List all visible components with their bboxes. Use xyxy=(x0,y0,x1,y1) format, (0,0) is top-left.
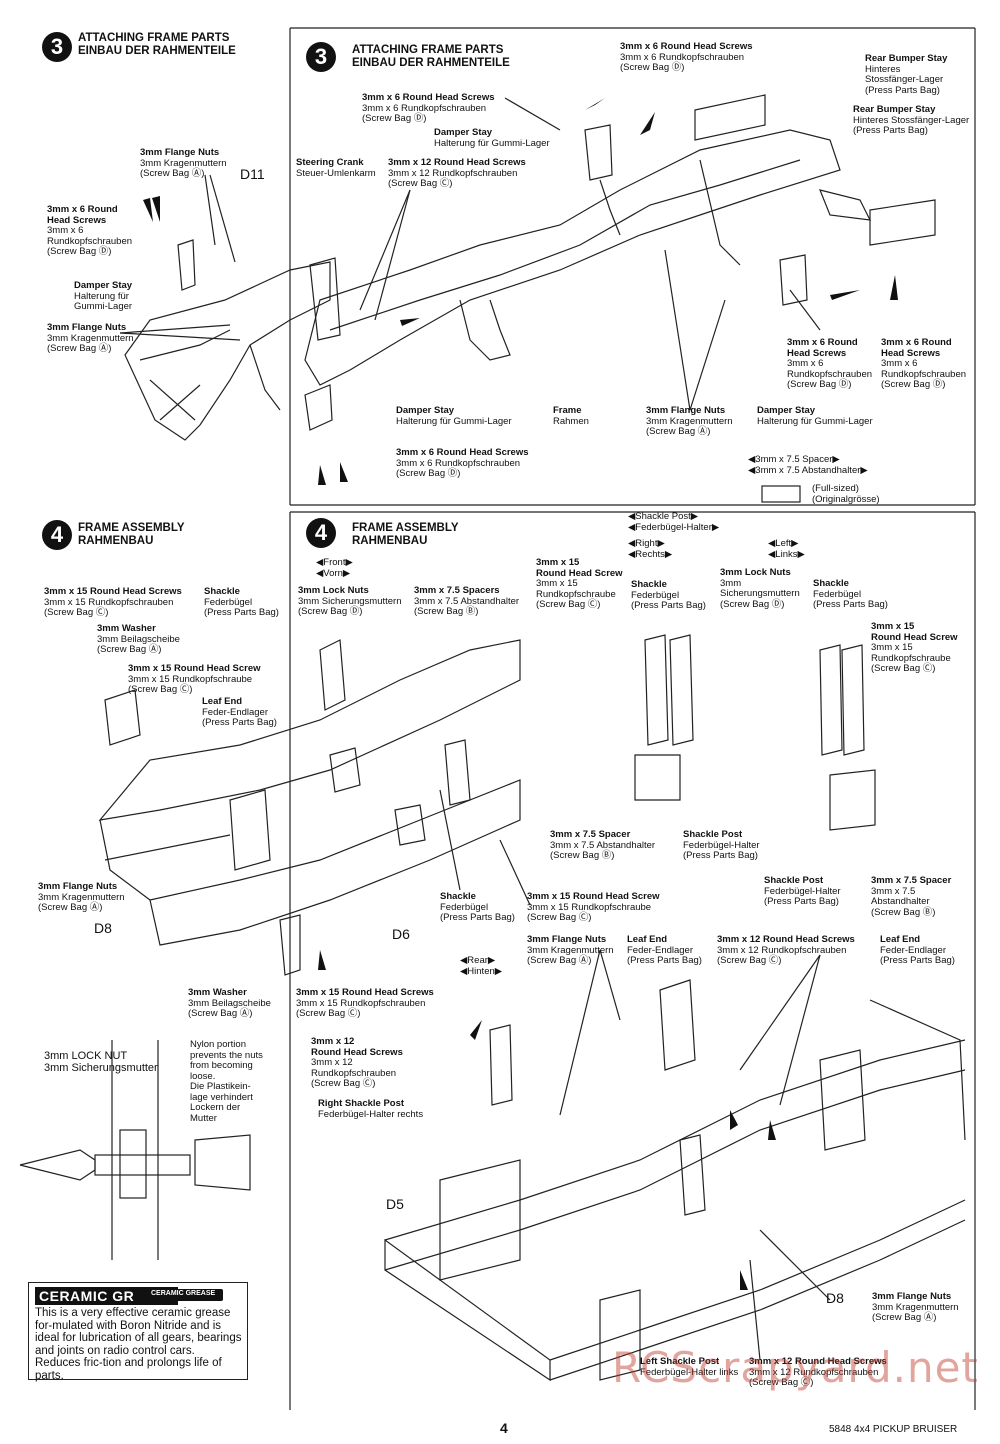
s4-shackle-right-label: Shackle Federbügel (Press Parts Bag) xyxy=(631,579,706,611)
s4-shackle-left-label: Shackle Federbügel (Press Parts Bag) xyxy=(204,586,279,618)
locknut-nylon-note: Nylon portion prevents the nuts from bec… xyxy=(190,1039,263,1124)
s4-shackle-mid-label: Shackle Federbügel (Press Parts Bag) xyxy=(440,891,515,923)
step-3-main-number: 3 xyxy=(306,42,336,72)
step-3-main-title-de: EINBAU DER RAHMENTEILE xyxy=(352,57,510,69)
s3-screw6-top-label: 3mm x 6 Round Head Screws 3mm x 6 Rundko… xyxy=(362,92,495,124)
footer-title: 5848 4x4 PICKUP BRUISER xyxy=(829,1424,958,1435)
s4-screw15-rr-label: 3mm x 15 Round Head Screw 3mm x 15 Rundk… xyxy=(871,621,958,674)
step-3-left-title-en: ATTACHING FRAME PARTS xyxy=(78,32,230,44)
s3-screw12-label: 3mm x 12 Round Head Screws 3mm x 12 Rund… xyxy=(388,157,526,189)
s3-damper-bottomright-label: Damper Stay Halterung für Gummi-Lager xyxy=(757,405,873,427)
s3-flange-top-label: 3mm Flange Nuts 3mm Kragenmuttern (Screw… xyxy=(140,147,227,179)
s4-spacers-label: 3mm x 7.5 Spacers 3mm x 7.5 Abstandhalte… xyxy=(414,585,520,617)
watermark: RCScrapyard.net xyxy=(612,1343,979,1392)
s3-d11-tag: D11 xyxy=(240,166,265,182)
s4-washer2-label: 3mm Washer 3mm Beilagscheibe (Screw Bag … xyxy=(188,987,271,1019)
s4-screw15-bottom-label: 3mm x 15 Round Head Screws 3mm x 15 Rund… xyxy=(296,987,434,1019)
ceramic-grease-text: This is a very effective ceramic grease … xyxy=(35,1307,242,1382)
s4-right-label: ◀Right▶ ◀Rechts▶ xyxy=(628,538,673,560)
s4-washer-label: 3mm Washer 3mm Beilagscheibe (Screw Bag … xyxy=(97,623,180,655)
s4-locknut-right-label: 3mm Lock Nuts 3mm Sicherungsmuttern (Scr… xyxy=(720,567,800,610)
s3-steering-crank-label: Steering Crank Steuer-Umlenkarm xyxy=(296,157,376,179)
s4-lock-nuts-label: 3mm Lock Nuts 3mm Sicherungsmuttern (Scr… xyxy=(298,585,402,617)
s4-d5-tag: D5 xyxy=(386,1196,404,1212)
s4-flange-br-label: 3mm Flange Nuts 3mm Kragenmuttern (Screw… xyxy=(872,1291,959,1323)
s4-flange-rear-label: 3mm Flange Nuts 3mm Kragenmuttern (Screw… xyxy=(527,934,614,966)
step-3-left-title: ATTACHING FRAME PARTS EINBAU DER RAHMENT… xyxy=(78,32,236,58)
step-4-main-title-en: FRAME ASSEMBLY xyxy=(352,522,459,534)
ceramic-grease-box: CERAMIC GREASE CERAMIC GREASE This is a … xyxy=(28,1282,248,1382)
s4-spacer-right-label: 3mm x 7.5 Spacer 3mm x 7.5 Abstandhalter… xyxy=(550,829,656,861)
step-3-left-title-de: EINBAU DER RAHMENTEILE xyxy=(78,45,236,57)
s3-damper-top-label: Damper Stay Halterung für Gummi-Lager xyxy=(434,127,550,149)
s3-screw6-r1-label: 3mm x 6 Round Head Screws 3mm x 6 Rundko… xyxy=(787,337,873,390)
s3-rear-bumper2-label: Rear Bumper Stay Hinteres Stossfänger-La… xyxy=(853,104,970,136)
s4-d8-tag-b: D8 xyxy=(826,1290,844,1306)
s3-flange-mid-label: 3mm Flange Nuts 3mm Kragenmuttern (Screw… xyxy=(47,322,134,354)
s4-d6-tag: D6 xyxy=(392,926,410,942)
s3-damper-left-label: Damper Stay Halterung für Gummi-Lager xyxy=(74,280,133,312)
step-4-main-title-de: RAHMENBAU xyxy=(352,535,428,547)
grease-tube-icon: CERAMIC GREASE xyxy=(133,1289,223,1301)
s4-leafend-left-label: Leaf End Feder-Endlager (Press Parts Bag… xyxy=(202,696,277,728)
s4-left-shackle-post-label: Left Shackle Post Federbügel-Halter link… xyxy=(640,1356,739,1378)
s3-rear-bumper1-label: Rear Bumper Stay Hinteres Stossfänger-La… xyxy=(865,53,948,96)
step-4-left-title: FRAME ASSEMBLY RAHMENBAU xyxy=(78,522,185,548)
s3-screw6-r2-label: 3mm x 6 Round Head Screws 3mm x 6 Rundko… xyxy=(881,337,967,390)
s4-leafend-rear2-label: Leaf End Feder-Endlager (Press Parts Bag… xyxy=(880,934,955,966)
s3-spacer-note: ◀3mm x 7.5 Spacer▶ ◀3mm x 7.5 Abstandhal… xyxy=(748,454,868,476)
s3-damper-bottom-label: Damper Stay Halterung für Gummi-Lager xyxy=(396,405,512,427)
step-3-main-title-en: ATTACHING FRAME PARTS xyxy=(352,44,504,56)
s4-shackle-post-right-label: Shackle Post Federbügel-Halter (Press Pa… xyxy=(683,829,760,861)
s3-spacer-fullsize: (Full-sized) (Originalgrösse) xyxy=(812,483,880,505)
s4-leafend-rear-label: Leaf End Feder-Endlager (Press Parts Bag… xyxy=(627,934,702,966)
s4-shackle-post-header: ◀Shackle Post▶ ◀Federbügel-Halter▶ xyxy=(628,511,720,533)
s4-rear-label: ◀Rear▶ ◀Hinten▶ xyxy=(460,955,503,977)
s4-screw15-left2-label: 3mm x 15 Round Head Screw 3mm x 15 Rundk… xyxy=(128,663,261,695)
s4-screw15-left-label: 3mm x 15 Round Head Screws 3mm x 15 Rund… xyxy=(44,586,182,618)
s4-front-label: ◀Front▶ ◀Vorn▶ xyxy=(316,557,353,579)
step-3-left-number: 3 xyxy=(42,32,72,62)
step-4-left-title-en: FRAME ASSEMBLY xyxy=(78,522,185,534)
s4-right-shackle-post-label: Right Shackle Post Federbügel-Halter rec… xyxy=(318,1098,424,1120)
s4-flange-left-label: 3mm Flange Nuts 3mm Kragenmuttern (Screw… xyxy=(38,881,125,913)
step-4-main-title: FRAME ASSEMBLY RAHMENBAU xyxy=(352,522,459,548)
s4-screw12-left-label: 3mm x 12 Round Head Screws 3mm x 12 Rund… xyxy=(311,1036,403,1089)
s4-shackle-post-rr-label: Shackle Post Federbügel-Halter (Press Pa… xyxy=(764,875,841,907)
s3-screw6-bottom-label: 3mm x 6 Round Head Screws 3mm x 6 Rundko… xyxy=(396,447,529,479)
locknut-title: 3mm LOCK NUT 3mm Sicherungsmutter xyxy=(44,1050,158,1074)
s3-screw6-left-label: 3mm x 6 Round Head Screws 3mm x 6 Rundko… xyxy=(47,204,133,257)
s4-shackle-rr-label: Shackle Federbügel (Press Parts Bag) xyxy=(813,578,888,610)
page-number: 4 xyxy=(500,1420,508,1436)
s4-d8-tag-a: D8 xyxy=(94,920,112,936)
s4-spacer-rr-label: 3mm x 7.5 Spacer 3mm x 7.5 Abstandhalter… xyxy=(871,875,952,918)
s4-screw15-right-label: 3mm x 15 Round Head Screw 3mm x 15 Rundk… xyxy=(536,557,623,610)
s4-screw12-rear-label: 3mm x 12 Round Head Screws 3mm x 12 Rund… xyxy=(717,934,855,966)
s3-frame-label: Frame Rahmen xyxy=(553,405,589,427)
s4-screw12-br-label: 3mm x 12 Round Head Screws 3mm x 12 Rund… xyxy=(749,1356,887,1388)
step-3-main-title: ATTACHING FRAME PARTS EINBAU DER RAHMENT… xyxy=(352,44,510,70)
s3-screw6-topright-label: 3mm x 6 Round Head Screws 3mm x 6 Rundko… xyxy=(620,41,753,73)
s4-left-label: ◀Left▶ ◀Links▶ xyxy=(768,538,805,560)
s3-flange-bottom-label: 3mm Flange Nuts 3mm Kragenmuttern (Screw… xyxy=(646,405,733,437)
step-4-main-number: 4 xyxy=(306,518,336,548)
s4-screw15-mid-label: 3mm x 15 Round Head Screw 3mm x 15 Rundk… xyxy=(527,891,660,923)
step-4-left-number: 4 xyxy=(42,520,72,550)
step-4-left-title-de: RAHMENBAU xyxy=(78,535,154,547)
